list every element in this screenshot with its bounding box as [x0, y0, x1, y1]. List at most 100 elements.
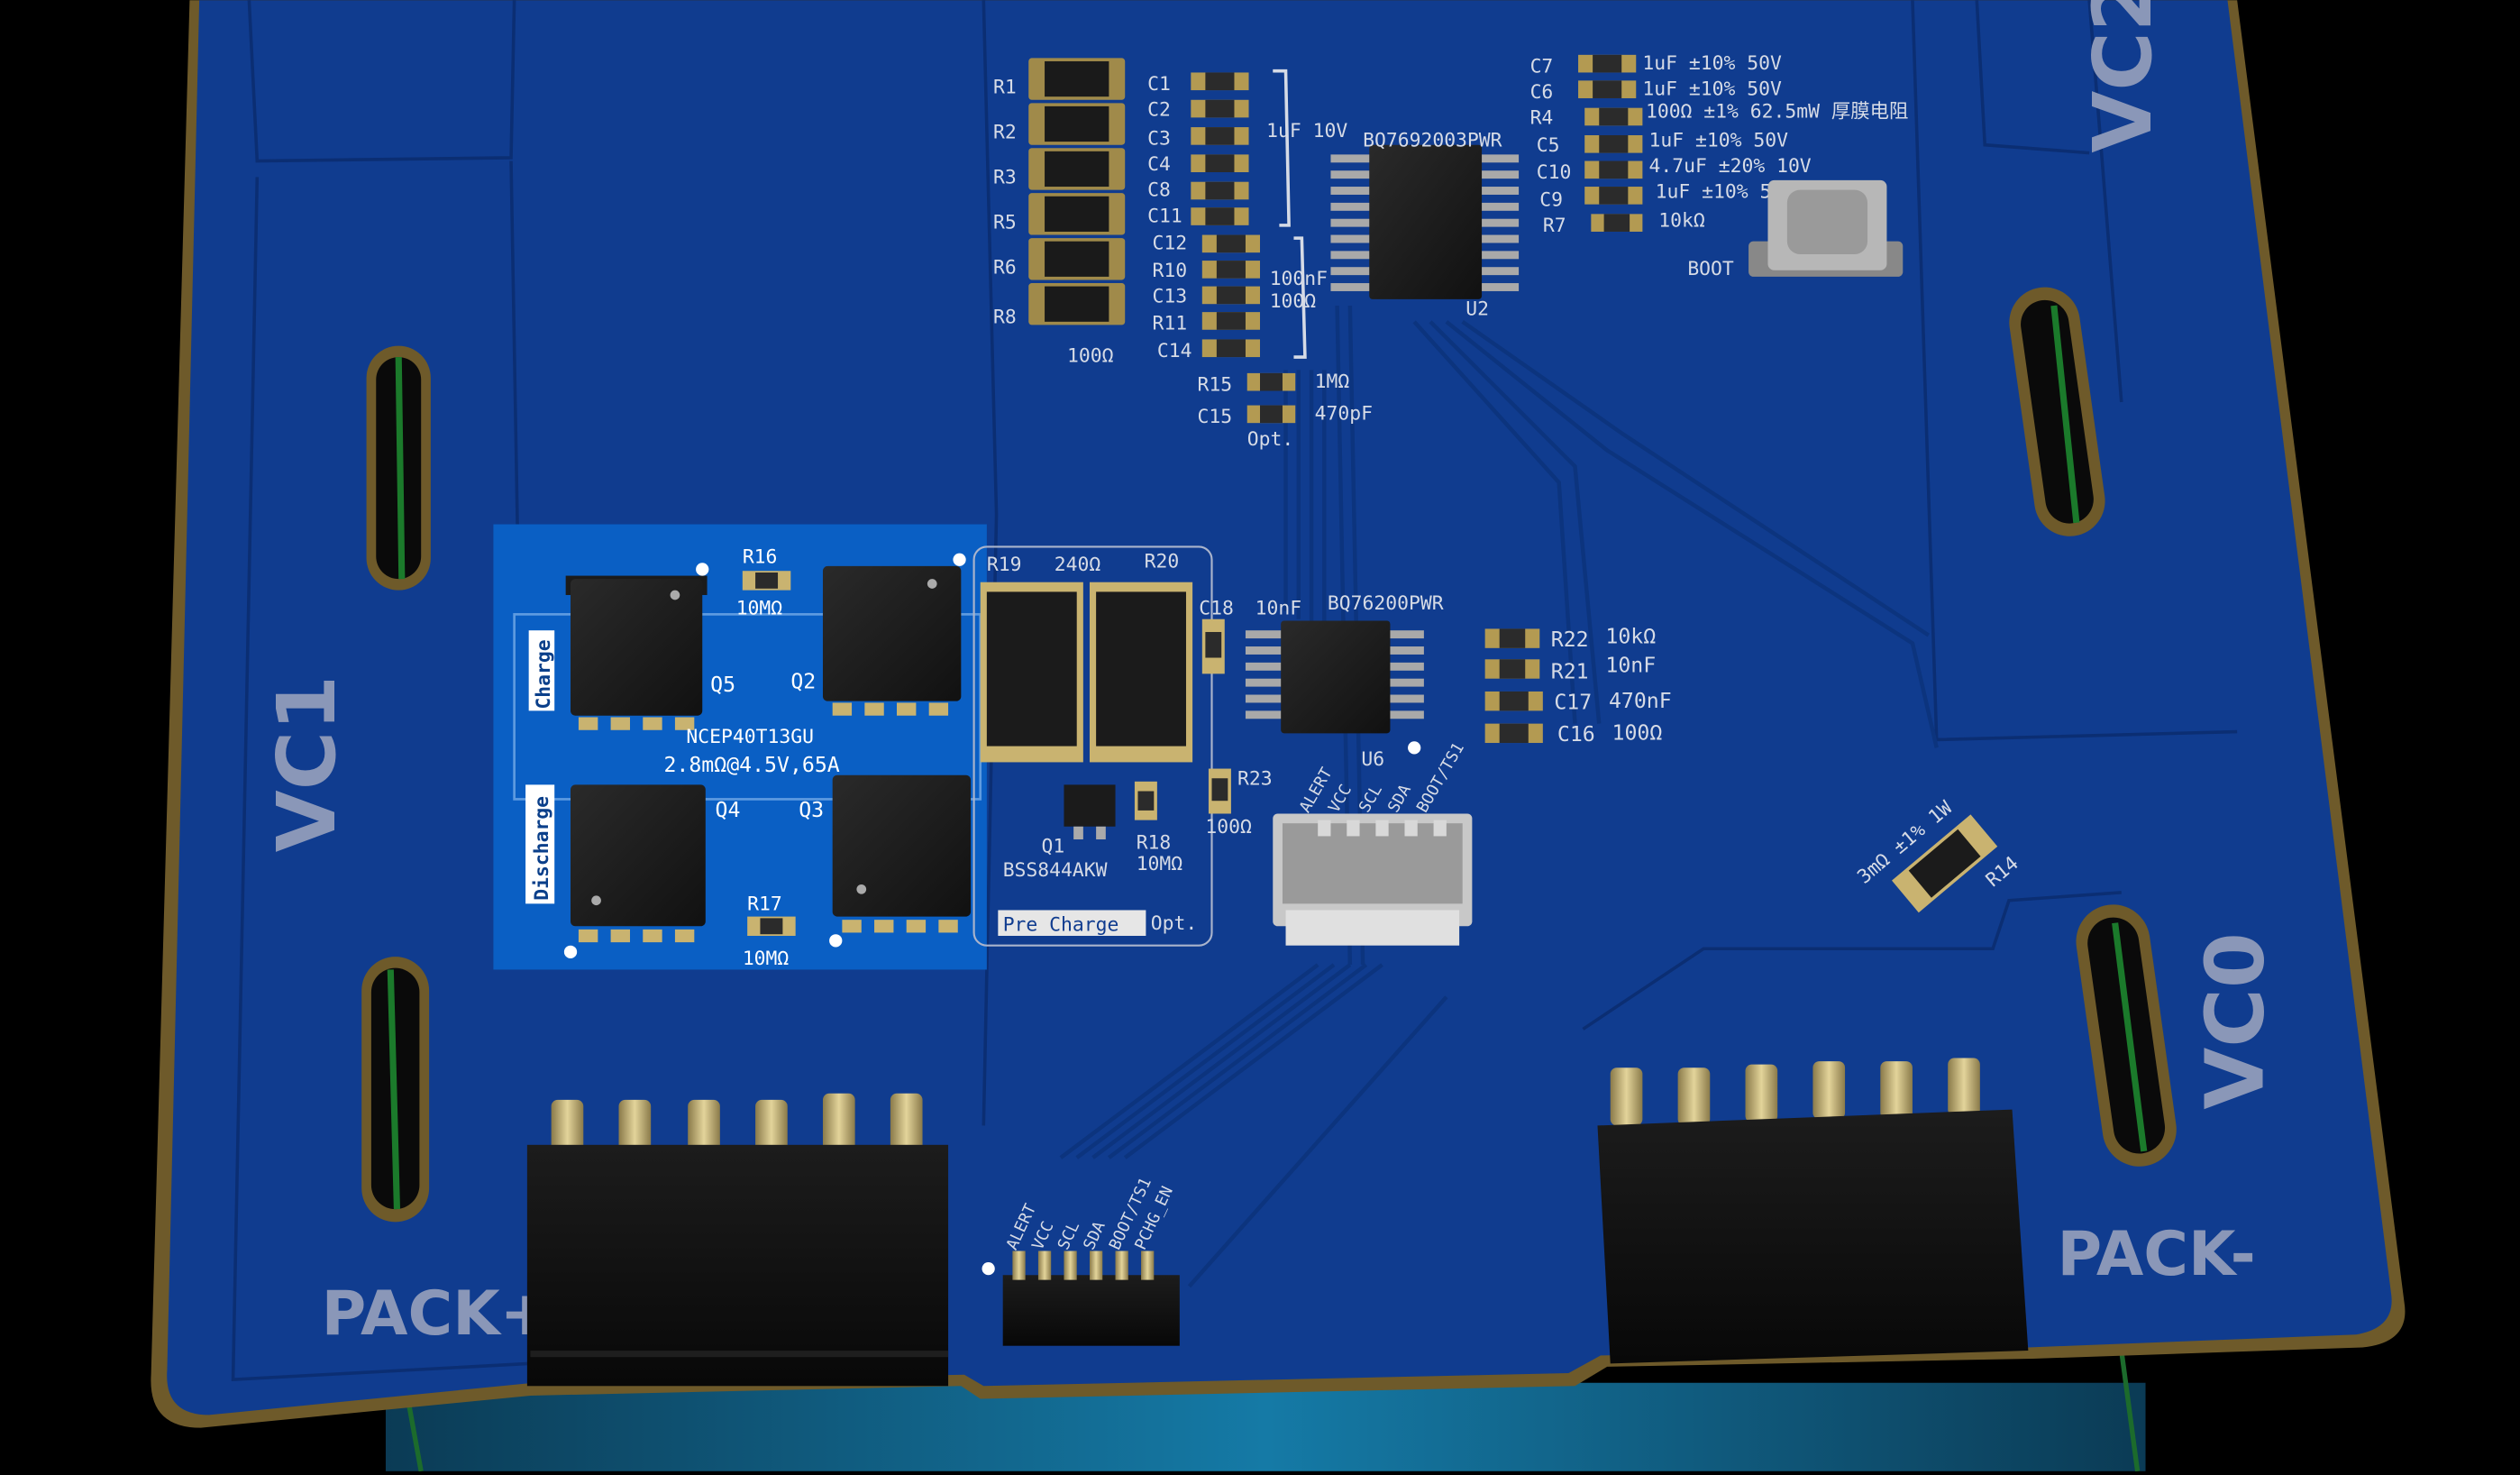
r21-value: 10nF [1605, 654, 1656, 678]
cap-100ohm-note: 100Ω [1270, 290, 1317, 313]
c14-ref: C14 [1157, 340, 1192, 362]
c10-value: 4.7uF ±20% 10V [1649, 155, 1812, 178]
q3-mosfet[interactable] [832, 774, 972, 933]
c6-value: 1uF ±10% 50V [1642, 78, 1782, 100]
q4-mosfet[interactable] [571, 784, 706, 943]
u6-ref: U6 [1361, 748, 1384, 771]
c6-ref: C6 [1530, 81, 1554, 104]
r19-ref: R19 [987, 554, 1022, 576]
c15-ref: C15 [1197, 406, 1232, 428]
r16-value: 10MΩ [736, 597, 783, 619]
q2-ref: Q2 [790, 669, 816, 693]
r4-value: 100Ω ±1% 62.5mW 厚膜电阻 [1646, 100, 1908, 123]
precharge-label: Pre Charge [1003, 914, 1119, 937]
r15-c15: R15 1MΩ C15 470pF Opt. [1197, 371, 1373, 451]
r11-ref: R11 [1153, 313, 1188, 335]
q5-ref: Q5 [710, 673, 735, 697]
comm-header-bottom[interactable]: ALERT VCC SCL SDA BOOT/TS1 PCHG_EN [982, 1175, 1180, 1346]
u6-passives: R22 10kΩ R21 10nF C17 470nF C16 100Ω [1484, 624, 1672, 747]
r8-ref: R8 [993, 307, 1017, 329]
q4-ref: Q4 [716, 798, 741, 822]
r3-ref: R3 [993, 166, 1017, 188]
c7-value: 1uF ±10% 50V [1642, 52, 1782, 75]
precharge-opt: Opt. [1151, 912, 1197, 935]
c2-ref: C2 [1147, 99, 1171, 122]
u2-part: BQ7692003PWR [1363, 129, 1502, 151]
c16-value: 100Ω [1612, 720, 1663, 745]
pack-minus-terminal[interactable] [1597, 1058, 2029, 1364]
c18-ref: C18 [1199, 597, 1234, 619]
pack-minus-label: PACK- [2057, 1218, 2255, 1289]
r15-value: 1MΩ [1315, 371, 1350, 393]
q2-mosfet[interactable] [822, 565, 962, 716]
r17-value: 10MΩ [743, 948, 790, 970]
mosfet-part: NCEP40T13GU [686, 726, 814, 748]
vc2-label: VC2 [2077, 0, 2170, 153]
cap-100nf-note: 100nF [1270, 268, 1328, 290]
r15-ref: R15 [1197, 374, 1232, 397]
cap-1uf-note: 1uF 10V [1266, 120, 1347, 142]
c17-value: 470nF [1609, 689, 1672, 713]
boot-button[interactable]: BOOT [1687, 179, 1904, 280]
c8-ref: C8 [1147, 179, 1171, 202]
vc1-slots [361, 345, 431, 1223]
c1-ref: C1 [1147, 73, 1171, 96]
c11-ref: C11 [1147, 205, 1182, 227]
c5-ref: C5 [1537, 134, 1560, 157]
r14-shunt [1892, 814, 1998, 913]
vc0-vc2-slots [2009, 287, 2177, 1167]
r19-r20-value: 240Ω [1055, 554, 1101, 576]
u6-bq76200: C18 10nF BQ76200PWR U6 R23 100Ω [1199, 592, 1443, 838]
r23-value: 100Ω [1205, 816, 1252, 838]
c7-ref: C7 [1530, 55, 1554, 78]
c13-ref: C13 [1153, 285, 1188, 307]
c3-ref: C3 [1147, 128, 1171, 151]
vc0-label: VC0 [2189, 932, 2283, 1109]
boot-label: BOOT [1687, 258, 1734, 280]
c4-ref: C4 [1147, 153, 1171, 176]
pack-plus-terminal[interactable] [526, 1093, 949, 1387]
r17-ref: R17 [747, 893, 782, 915]
c5-value: 1uF ±10% 50V [1649, 129, 1789, 151]
c12-ref: C12 [1153, 233, 1188, 255]
c9-ref: C9 [1539, 188, 1563, 211]
r22-ref: R22 [1551, 628, 1589, 652]
q1-part: BSS844AKW [1003, 859, 1108, 882]
r6-ref: R6 [993, 256, 1017, 279]
r5-ref: R5 [993, 211, 1017, 234]
filter-caps: C1 C2 C3 C4 C8 C11 C12 R10 C13 R11 C14 1… [1147, 69, 1347, 362]
q5-mosfet[interactable] [565, 575, 708, 730]
r1-ref: R1 [993, 77, 1017, 99]
c10-ref: C10 [1537, 161, 1572, 184]
r22-value: 10kΩ [1605, 624, 1656, 648]
u2-ref: U2 [1465, 298, 1489, 321]
afe-passives: C7 1uF ±10% 50V C6 1uF ±10% 50V R4 100Ω … [1530, 52, 1909, 237]
mosfet-spec: 2.8mΩ@4.5V,65A [663, 753, 839, 777]
r18-ref: R18 [1137, 832, 1172, 855]
balance-resistors: R1 R2 R3 R5 R6 R8 100Ω [993, 58, 1126, 367]
u2-bq7692003: BQ7692003PWR U2 [1330, 129, 1520, 321]
r21-ref: R21 [1551, 660, 1589, 684]
r2-ref: R2 [993, 122, 1017, 144]
r7-ref: R7 [1543, 215, 1566, 237]
r-array-value: 100Ω [1067, 344, 1114, 367]
c15-note: Opt. [1247, 428, 1293, 451]
r4-ref: R4 [1530, 107, 1554, 130]
charge-label: Charge [533, 639, 555, 709]
mosfet-switch-block[interactable]: R16 10MΩ Q5 Q2 Q4 Q3 NCEP40T13GU 2.8mΩ@4… [493, 524, 987, 971]
c15-value: 470pF [1315, 403, 1373, 426]
r18-value: 10MΩ [1137, 853, 1183, 875]
precharge-circuit: R19 240Ω R20 Q1 BSS844AKW R18 10MΩ Pre C… [972, 545, 1213, 947]
u6-part: BQ76200PWR [1328, 592, 1444, 615]
r23-ref: R23 [1237, 767, 1273, 790]
r7-value: 10kΩ [1658, 210, 1705, 233]
discharge-label: Discharge [531, 796, 553, 901]
r16-ref: R16 [743, 545, 778, 568]
q1-ref: Q1 [1041, 835, 1064, 857]
pack-plus-label: PACK+ [322, 1278, 552, 1349]
vc1-label: VC1 [260, 675, 354, 852]
c18-value: 10nF [1255, 597, 1301, 619]
r20-ref: R20 [1145, 551, 1180, 573]
r10-ref: R10 [1153, 260, 1188, 282]
